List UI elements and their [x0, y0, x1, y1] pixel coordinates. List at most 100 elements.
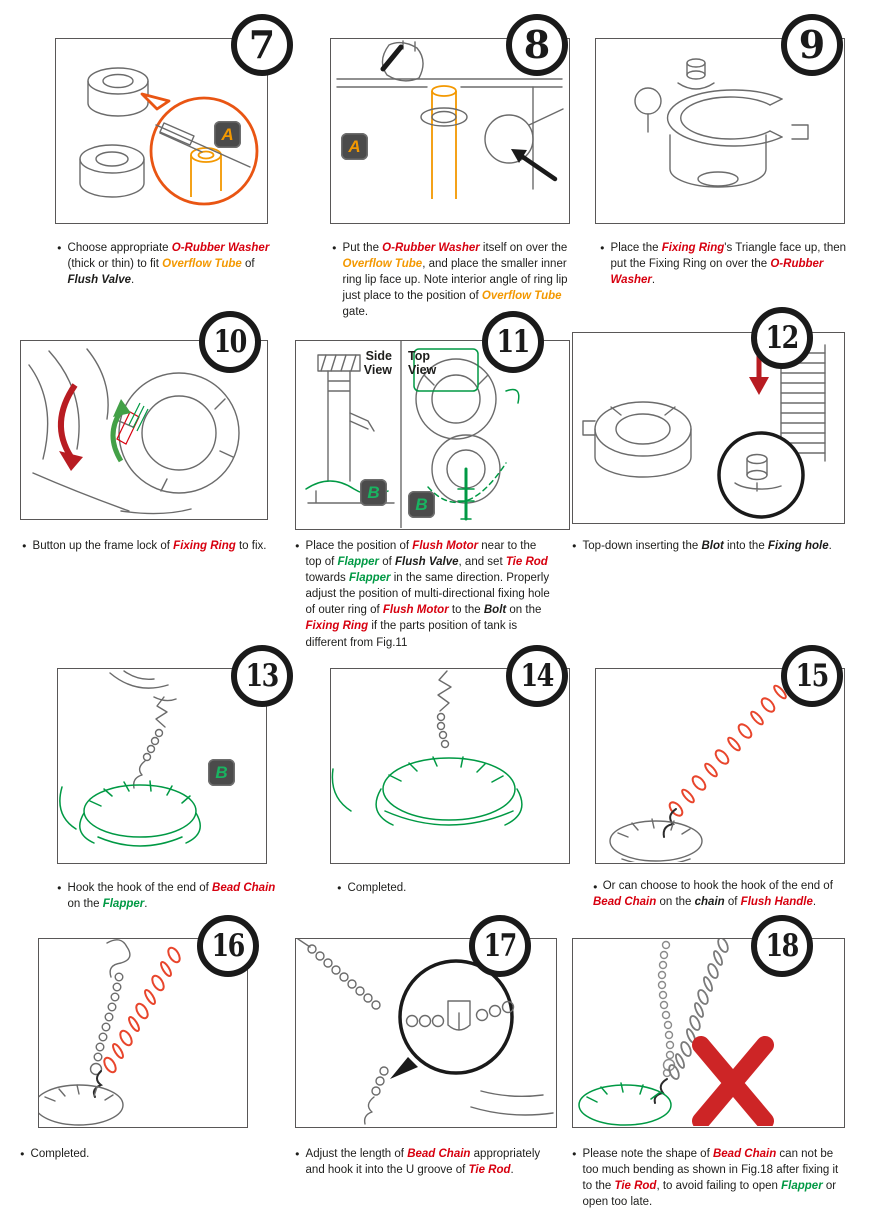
bullet-icon: ● [337, 883, 342, 892]
step-14-illustration [331, 670, 523, 826]
bullet-icon: ● [593, 882, 598, 891]
arrow-head [511, 149, 527, 163]
flapper-green [331, 756, 523, 826]
step-17-caption: ● Adjust the length of Bead Chain approp… [295, 1146, 545, 1178]
bead-chain-gray [657, 940, 676, 1078]
bullet-icon: ● [295, 541, 300, 550]
step-8-badge: 8 [506, 14, 568, 76]
step-15-caption-text: Or can choose to hook the hook of the en… [593, 880, 833, 909]
side-view-label: Side View [363, 349, 392, 378]
step-13-caption: ● Hook the hook of the end of Bead Chain… [57, 880, 282, 912]
marker-a-badge: A [341, 133, 368, 160]
step-11-badge: 11 [482, 311, 544, 373]
step-8-caption: ● Put the O-Rubber Washer itself on over… [332, 240, 578, 320]
bullet-icon: ● [22, 541, 27, 550]
tie-rod-hook [106, 939, 131, 978]
red-x-icon [692, 1036, 774, 1126]
step-13-illustration [59, 670, 201, 847]
bead-chain-red [668, 671, 799, 817]
bullet-icon: ● [20, 1149, 25, 1158]
washer-lip-detail [155, 122, 251, 168]
bullet-icon: ● [57, 243, 62, 252]
overflow-tube [431, 85, 457, 199]
bead-chain [132, 696, 168, 789]
flapper-outline [609, 818, 703, 862]
step-7-panel: A [55, 38, 268, 224]
flapper-green [59, 780, 201, 847]
bullet-icon: ● [332, 243, 337, 252]
step-13-panel: B [57, 668, 267, 864]
step-13-caption-text: Hook the hook of the end of Bead Chain o… [67, 882, 276, 911]
bullet-icon: ● [572, 1149, 577, 1158]
step-12-caption-text: Top-down inserting the Blot into the Fix… [582, 540, 832, 552]
step-14-caption-text: Completed. [347, 882, 407, 894]
fixing-ring-top [118, 372, 240, 494]
step-8-illustration [336, 40, 564, 199]
step-10-caption-text: Button up the frame lock of Fixing Ring … [32, 540, 267, 552]
chain-hook [92, 1070, 104, 1098]
step-7-caption-text: Choose appropriate O-Rubber Washer (thic… [67, 242, 270, 287]
frame-lock-green [128, 402, 149, 432]
zoom-circle-icon [390, 959, 514, 1079]
marker-b-badge: B [408, 491, 435, 518]
step-10-illustration [28, 348, 240, 515]
step-16-illustration [39, 939, 181, 1126]
chain-below [363, 1066, 554, 1125]
valve-and-fixing-ring [634, 58, 809, 188]
step-9-illustration [634, 58, 809, 188]
step-17-illustration [297, 939, 554, 1125]
step-12-caption: ● Top-down inserting the Blot into the F… [572, 538, 837, 554]
step-13-badge: 13 [231, 645, 293, 707]
o-rubber-washer [420, 86, 564, 190]
step-8-caption-text: Put the O-Rubber Washer itself on over t… [342, 242, 568, 319]
step-7-badge: 7 [231, 14, 293, 76]
step-18-illustration [578, 939, 774, 1126]
step-16-badge: 16 [197, 915, 259, 977]
flapper-outline [39, 1084, 124, 1126]
flapper-green [578, 1082, 672, 1126]
hand [28, 348, 192, 515]
tank-rim [336, 78, 563, 88]
step-7-caption: ● Choose appropriate O-Rubber Washer (th… [57, 240, 275, 288]
green-arrow-icon [110, 409, 124, 463]
hand [109, 670, 177, 702]
fixing-ring-body [582, 401, 692, 478]
step-11-caption: ● Place the position of Flush Motor near… [295, 538, 550, 651]
bullet-icon: ● [57, 883, 62, 892]
step-15-badge: 15 [781, 645, 843, 707]
tie-rod-green [413, 348, 520, 521]
step-14-badge: 14 [506, 645, 568, 707]
red-arrow-icon [58, 383, 78, 459]
step-16-caption-text: Completed. [30, 1148, 90, 1160]
step-12-badge: 12 [751, 307, 813, 369]
step-11-caption-text: Place the position of Flush Motor near t… [305, 540, 550, 649]
bead-chain [436, 670, 452, 749]
step-9-badge: 9 [781, 14, 843, 76]
link-chain-gray [668, 939, 729, 1080]
step-14-caption: ● Completed. [337, 880, 457, 896]
step-9-caption-text: Place the Fixing Ring's Triangle face up… [610, 242, 847, 287]
red-arrow-head [749, 377, 769, 395]
bullet-icon: ● [572, 541, 577, 550]
step-8-panel: A [330, 38, 570, 224]
marker-b-badge: B [360, 479, 387, 506]
bullet-icon: ● [295, 1149, 300, 1158]
step-12-panel [572, 332, 845, 524]
tool-handle [380, 44, 404, 72]
top-view-art [415, 358, 501, 504]
step-16-caption: ● Completed. [20, 1146, 170, 1162]
rubber-washers [79, 67, 149, 198]
step-9-caption: ● Place the Fixing Ring's Triangle face … [600, 240, 852, 288]
step-10-badge: 10 [199, 311, 261, 373]
chain-red [103, 946, 181, 1074]
marker-a-badge: A [214, 121, 241, 148]
bead-chain [297, 939, 381, 1010]
green-arrow-head [113, 399, 131, 417]
top-view-label: Top View [408, 349, 437, 378]
step-18-caption-text: Please note the shape of Bead Chain can … [582, 1148, 839, 1209]
step-17-badge: 17 [469, 915, 531, 977]
step-15-caption: ● Or can choose to hook the hook of the … [593, 878, 858, 910]
u-groove-detail [405, 1000, 515, 1031]
marker-b-badge: B [208, 759, 235, 786]
